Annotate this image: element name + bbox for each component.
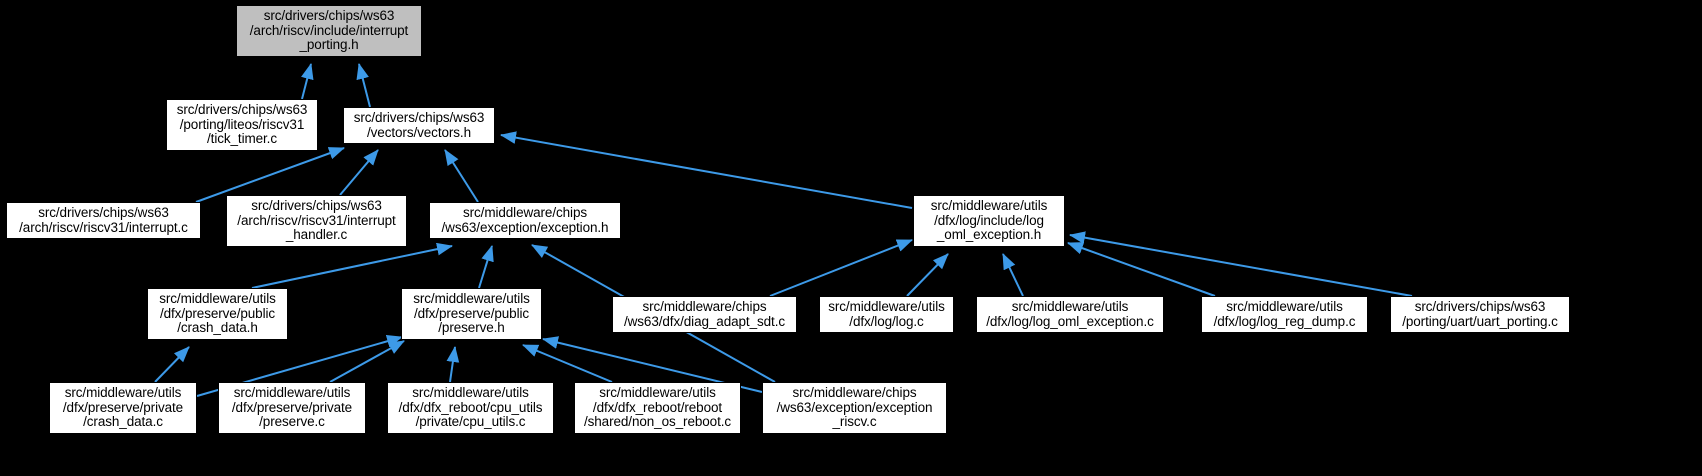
graph-edge — [1067, 242, 1216, 297]
graph-edge — [356, 63, 371, 108]
graph-node[interactable]: src/middleware/utils /dfx/preserve/publi… — [401, 288, 542, 340]
graph-node-label: src/middleware/chips /ws63/exception/exc… — [776, 385, 933, 430]
graph-node-label: src/drivers/chips/ws63 /arch/riscv/riscv… — [237, 198, 396, 243]
graph-node[interactable]: src/drivers/chips/ws63 /porting/uart/uar… — [1390, 296, 1570, 333]
graph-node[interactable]: src/middleware/utils /dfx/dfx_reboot/cpu… — [387, 382, 554, 434]
graph-node[interactable]: src/middleware/utils /dfx/log/log_oml_ex… — [976, 296, 1164, 333]
graph-node[interactable]: src/middleware/utils /dfx/log/include/lo… — [913, 195, 1065, 247]
graph-edge — [1002, 253, 1024, 297]
graph-node-label: src/middleware/chips /ws63/dfx/diag_adap… — [623, 298, 785, 329]
graph-node[interactable]: src/middleware/utils /dfx/dfx_reboot/reb… — [574, 382, 741, 434]
graph-node[interactable]: src/middleware/utils /dfx/log/log_reg_du… — [1201, 296, 1368, 333]
graph-node[interactable]: src/drivers/chips/ws63 /arch/riscv/inclu… — [236, 5, 422, 57]
graph-node-label: src/middleware/utils /dfx/log/include/lo… — [930, 198, 1048, 243]
graph-edge — [329, 340, 405, 383]
graph-node-label: src/middleware/utils /dfx/log/log_oml_ex… — [986, 298, 1154, 329]
graph-node-label: src/middleware/utils /dfx/log/log.c — [828, 298, 945, 329]
graph-node-label: src/middleware/utils /dfx/preserve/priva… — [231, 385, 353, 430]
graph-node-label: src/middleware/utils /dfx/dfx_reboot/cpu… — [398, 385, 543, 430]
graph-node[interactable]: src/middleware/utils /dfx/preserve/publi… — [147, 288, 288, 340]
graph-node-label: src/drivers/chips/ws63 /vectors/vectors.… — [353, 109, 485, 140]
graph-node-label: src/middleware/utils /dfx/log/log_reg_du… — [1213, 298, 1356, 329]
graph-node[interactable]: src/middleware/utils /dfx/log/log.c — [819, 296, 954, 333]
graph-node-label: src/middleware/utils /dfx/preserve/publi… — [413, 291, 530, 336]
graph-node[interactable]: src/middleware/chips /ws63/exception/exc… — [762, 382, 947, 434]
graph-edge — [769, 239, 913, 297]
graph-node[interactable]: src/drivers/chips/ws63 /arch/riscv/riscv… — [6, 202, 201, 239]
graph-node[interactable]: src/drivers/chips/ws63 /vectors/vectors.… — [343, 107, 495, 144]
graph-node-label: src/middleware/utils /dfx/dfx_reboot/reb… — [583, 385, 732, 430]
graph-node[interactable]: src/drivers/chips/ws63 /porting/liteos/r… — [166, 99, 318, 151]
graph-edge — [444, 149, 479, 203]
graph-node-label: src/drivers/chips/ws63 /arch/riscv/inclu… — [249, 8, 409, 53]
graph-edge — [301, 63, 314, 100]
graph-edge — [339, 149, 379, 196]
graph-node-label: src/drivers/chips/ws63 /porting/uart/uar… — [1402, 298, 1558, 329]
graph-node[interactable]: src/middleware/utils /dfx/preserve/priva… — [218, 382, 366, 434]
graph-edge — [251, 242, 453, 289]
graph-edge — [154, 346, 190, 383]
graph-node-label: src/middleware/chips /ws63/exception/exc… — [441, 204, 609, 235]
graph-node-label: src/drivers/chips/ws63 /arch/riscv/riscv… — [19, 204, 188, 235]
graph-node[interactable]: src/drivers/chips/ws63 /arch/riscv/riscv… — [226, 195, 407, 247]
graph-node[interactable]: src/middleware/chips /ws63/dfx/diag_adap… — [612, 296, 797, 333]
graph-edge — [1069, 231, 1413, 297]
graph-edge — [446, 346, 460, 383]
graph-edge — [195, 147, 345, 203]
graph-edge — [522, 344, 613, 383]
graph-edge — [478, 245, 494, 289]
graph-node[interactable]: src/middleware/chips /ws63/exception/exc… — [429, 202, 621, 239]
graph-edge — [500, 131, 913, 209]
graph-node[interactable]: src/middleware/utils /dfx/preserve/priva… — [49, 382, 197, 434]
graph-node-label: src/middleware/utils /dfx/preserve/priva… — [62, 385, 184, 430]
graph-edge — [906, 253, 949, 297]
graph-node-label: src/middleware/utils /dfx/preserve/publi… — [159, 291, 276, 336]
graph-node-label: src/drivers/chips/ws63 /porting/liteos/r… — [176, 102, 308, 147]
